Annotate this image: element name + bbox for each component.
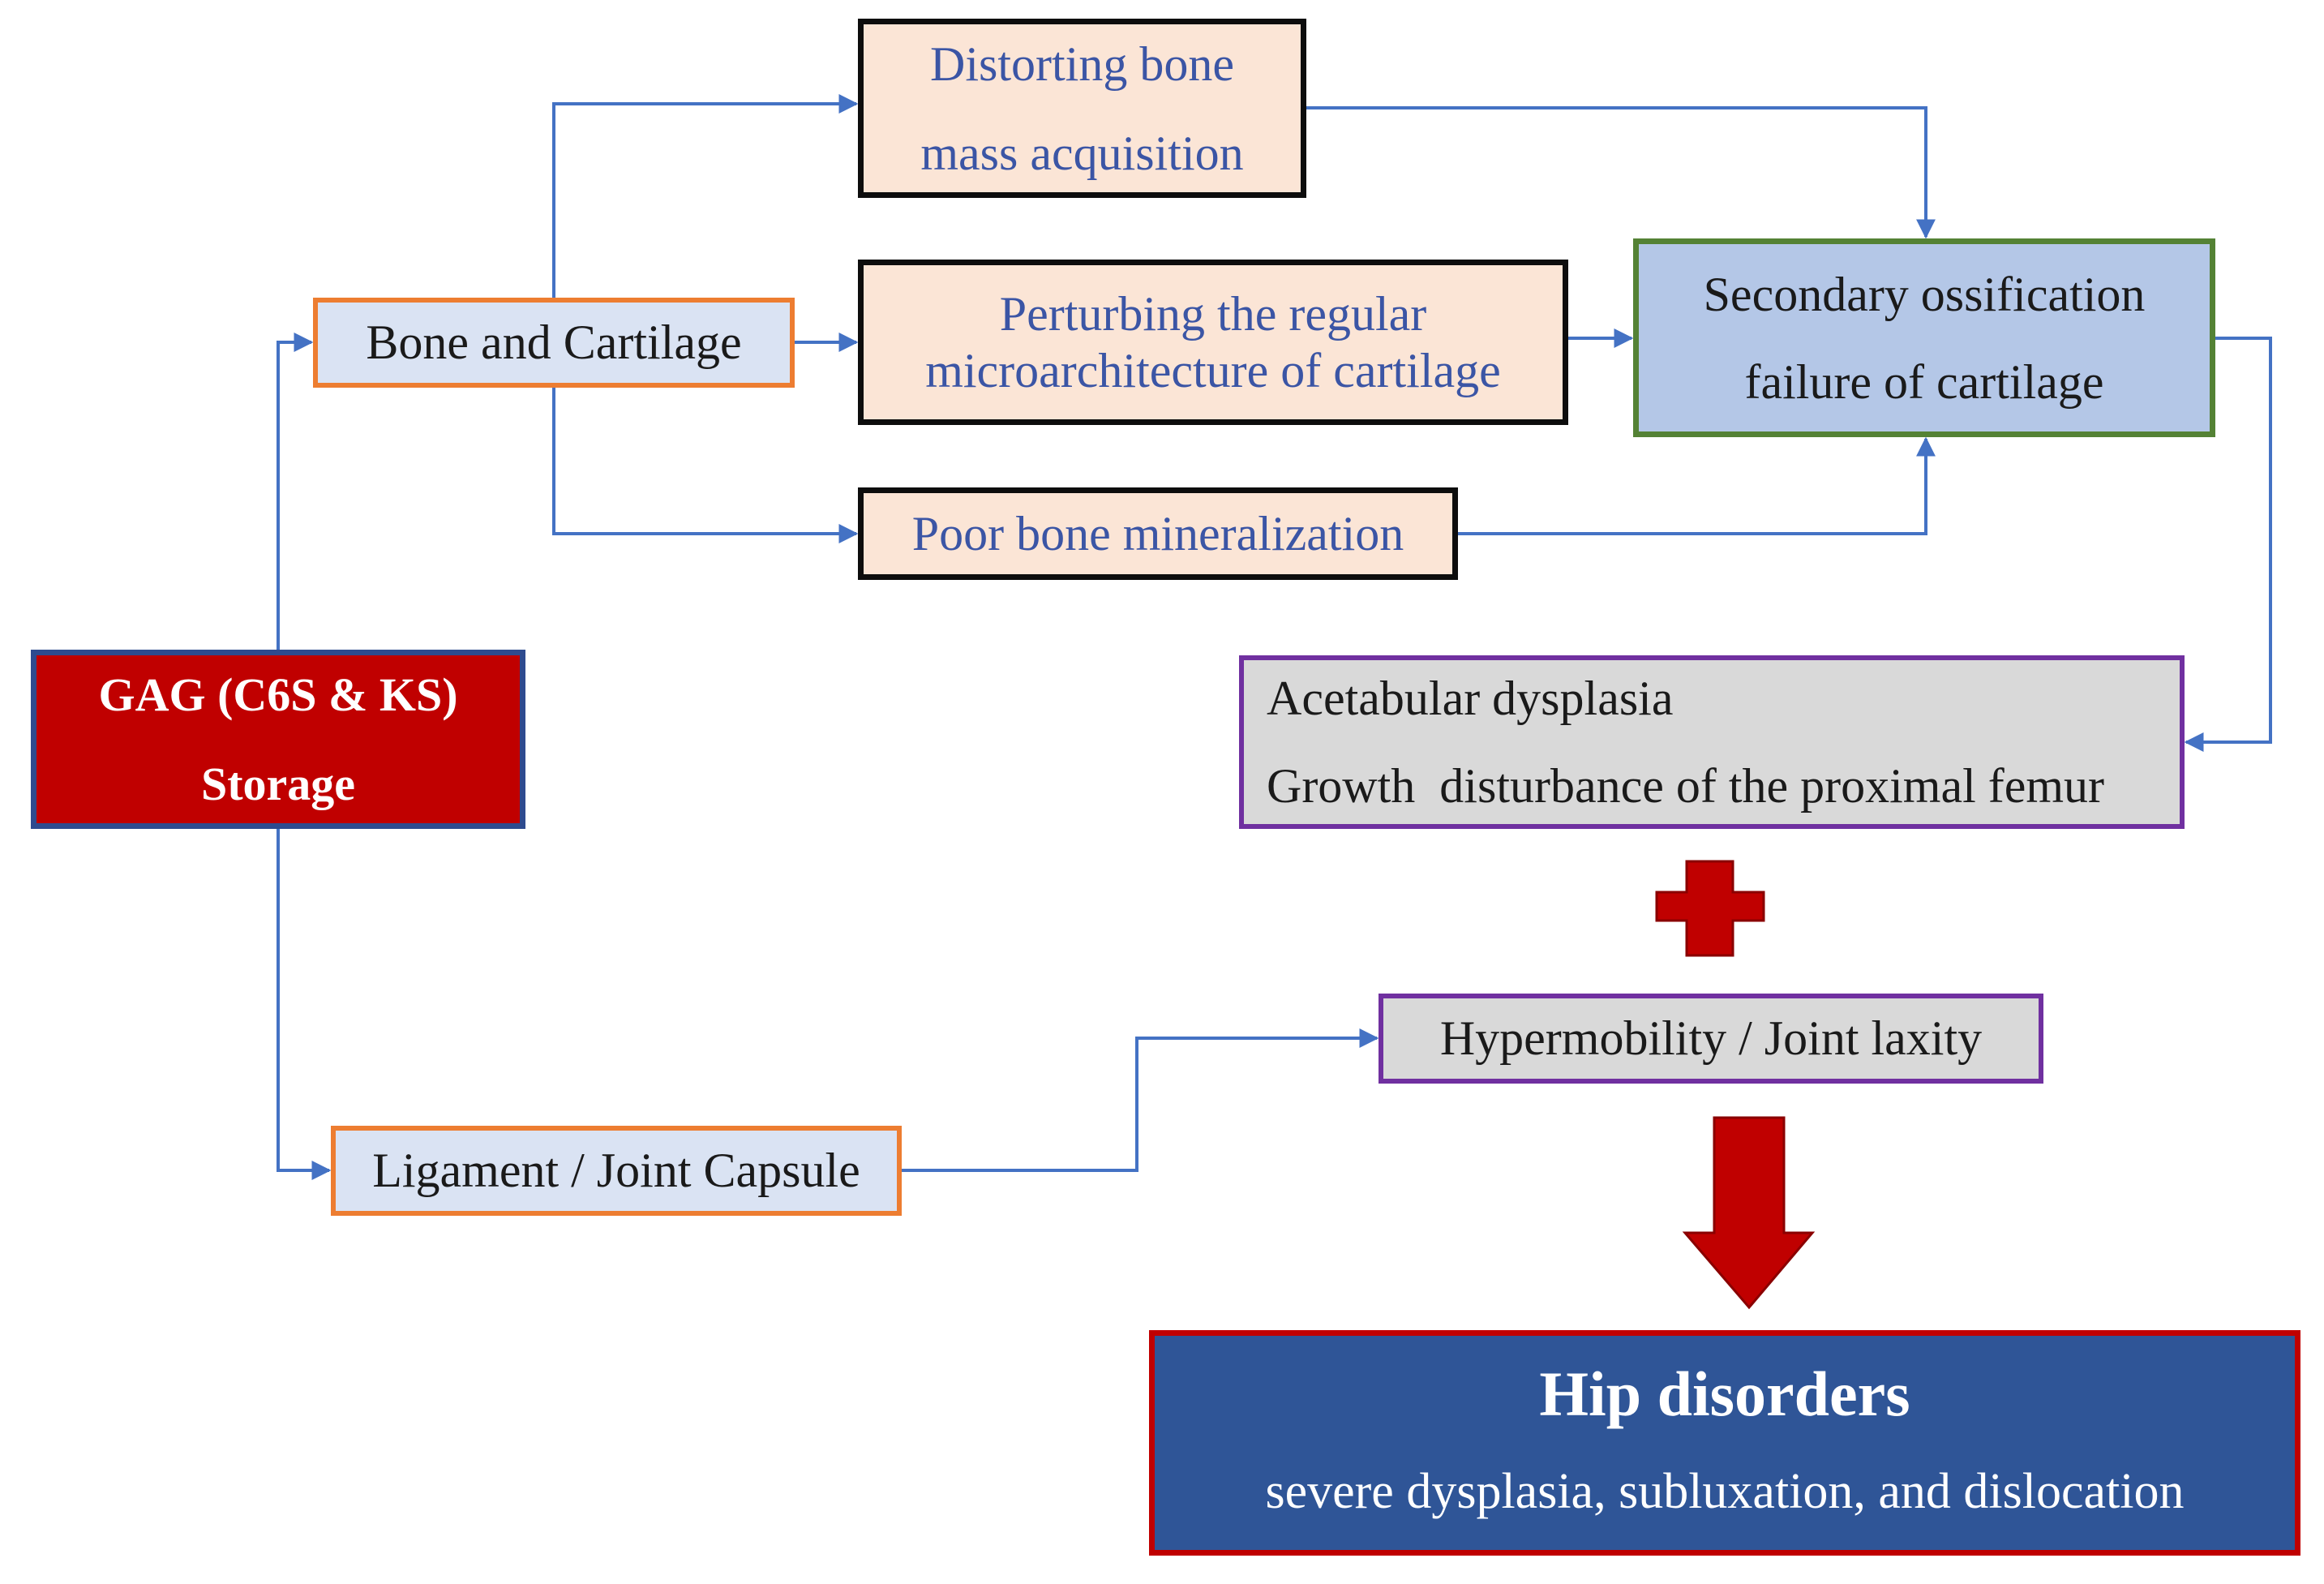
connector-distorting-to-secondary	[1306, 106, 1936, 239]
connector-gag-to-ligament	[277, 829, 332, 1180]
poor-mineral-label: Poor bone mineralization	[911, 506, 1404, 560]
gag-line2: Storage	[200, 757, 356, 810]
arrow-down-icon	[1682, 1116, 1816, 1310]
distorting-line2: mass acquisition	[920, 126, 1244, 180]
connector-bone-to-distorting	[552, 94, 859, 298]
hip-disorders-subtitle: severe dysplasia, subluxation, and dislo…	[1265, 1464, 2185, 1519]
gag-storage-box: GAG (C6S & KS) Storage	[31, 650, 525, 829]
connector-gag-to-bone-cartilage	[277, 333, 314, 650]
distorting-line1: Distorting bone	[930, 36, 1234, 91]
poor-bone-mineralization-box: Poor bone mineralization	[858, 487, 1458, 580]
hypermobility-box: Hypermobility / Joint laxity	[1379, 994, 2043, 1084]
acetabular-dysplasia-box: Acetabular dysplasia Growth disturbance …	[1239, 655, 2185, 829]
ligament-label: Ligament / Joint Capsule	[372, 1144, 860, 1197]
secondary-ossification-box: Secondary ossification failure of cartil…	[1633, 238, 2215, 437]
connector-ligament-to-hypermobility	[902, 1028, 1379, 1172]
bone-cartilage-label: Bone and Cartilage	[366, 316, 742, 369]
bone-cartilage-box: Bone and Cartilage	[313, 298, 795, 388]
secondary-line1: Secondary ossification	[1703, 267, 2146, 321]
connector-poor-mineral-to-secondary	[1458, 436, 1936, 535]
hypermobility-label: Hypermobility / Joint laxity	[1439, 1011, 1983, 1065]
perturbing-microarchitecture-box: Perturbing the regular microarchitecture…	[858, 260, 1568, 425]
hip-disorders-title: Hip disorders	[1539, 1359, 1910, 1429]
hip-disorders-box: Hip disorders severe dysplasia, subluxat…	[1149, 1330, 2300, 1556]
ligament-joint-capsule-box: Ligament / Joint Capsule	[331, 1126, 902, 1216]
distorting-bone-mass-box: Distorting bone mass acquisition	[858, 19, 1306, 198]
acetabular-line2: Growth disturbance of the proximal femur	[1267, 759, 2105, 813]
secondary-line2: failure of cartilage	[1744, 354, 2104, 409]
perturbing-line2: microarchitecture of cartilage	[925, 344, 1501, 397]
plus-icon	[1655, 860, 1765, 957]
connector-bone-to-poor-mineral	[552, 388, 859, 543]
perturbing-line1: Perturbing the regular	[999, 287, 1427, 341]
gag-line1: GAG (C6S & KS)	[98, 668, 458, 721]
acetabular-line1: Acetabular dysplasia	[1267, 672, 1674, 725]
connector-secondary-to-acetabular	[2184, 337, 2272, 752]
